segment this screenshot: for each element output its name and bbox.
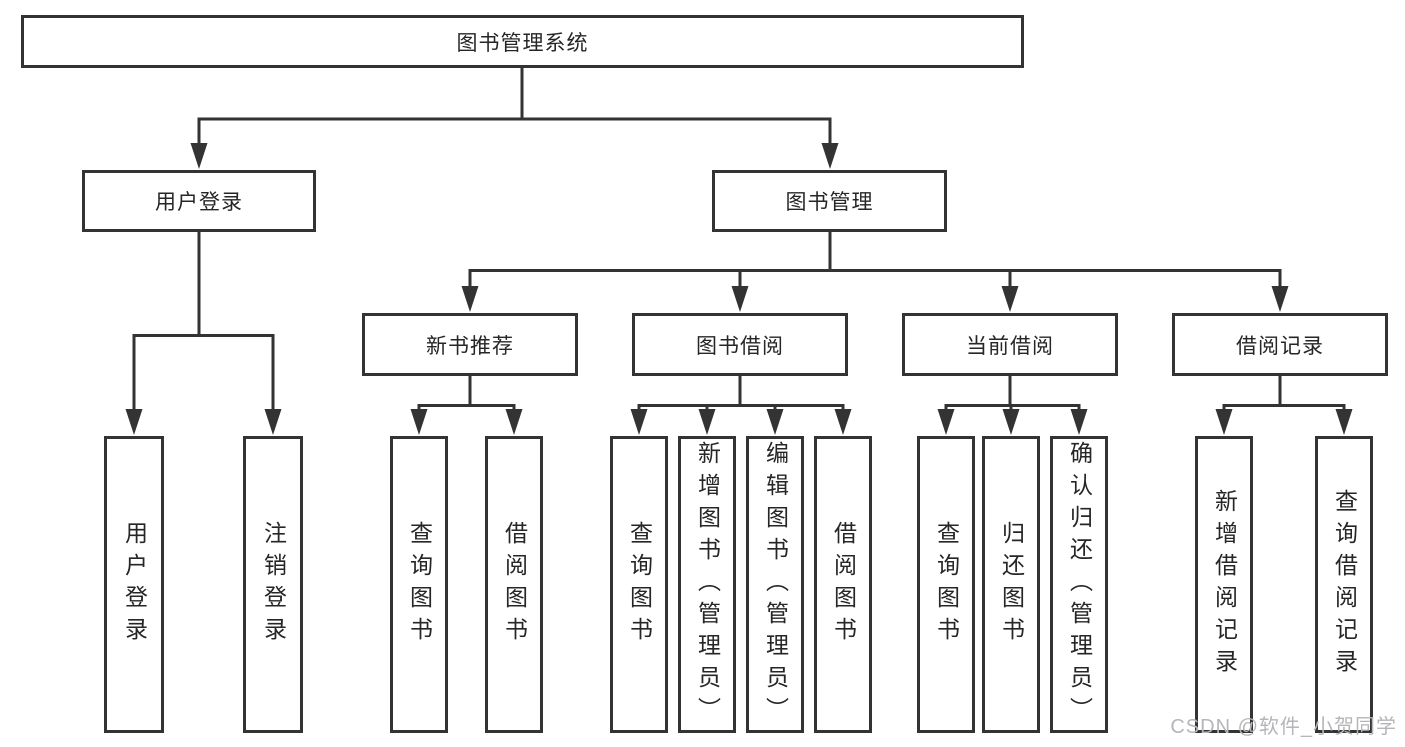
leaf-user-login-label: 用户登录 — [121, 520, 148, 649]
leaf-logout: 注销登录 — [243, 436, 303, 733]
leaf-confirm-return-admin: 确认归还（管理员） — [1050, 436, 1108, 733]
node-new-book-recommend: 新书推荐 — [362, 313, 578, 376]
leaf-query-books-borrow-label: 查询图书 — [626, 520, 653, 649]
leaf-add-borrow-record: 新增借阅记录 — [1195, 436, 1253, 733]
node-user-login-label: 用户登录 — [155, 191, 243, 214]
leaf-query-books-borrow: 查询图书 — [610, 436, 668, 733]
leaf-add-borrow-record-label: 新增借阅记录 — [1211, 488, 1238, 681]
leaf-user-login: 用户登录 — [104, 436, 164, 733]
node-book-borrow: 图书借阅 — [632, 313, 848, 376]
leaf-return-books-label: 归还图书 — [998, 520, 1025, 649]
node-borrow-records-label: 借阅记录 — [1236, 334, 1324, 358]
leaf-borrow-books-recommend: 借阅图书 — [485, 436, 543, 733]
leaf-query-books-recommend-label: 查询图书 — [406, 520, 433, 649]
connector-book-borrow — [637, 376, 845, 412]
node-borrow-records: 借阅记录 — [1172, 313, 1388, 376]
leaf-borrow-books-label: 借阅图书 — [830, 520, 857, 649]
leaf-edit-book-admin: 编辑图书（管理员） — [746, 436, 804, 733]
leaf-borrow-books-recommend-label: 借阅图书 — [501, 520, 528, 649]
leaf-return-books: 归还图书 — [982, 436, 1040, 733]
leaf-borrow-books: 借阅图书 — [814, 436, 872, 733]
leaf-query-borrow-record-label: 查询借阅记录 — [1331, 488, 1358, 681]
node-book-management-label: 图书管理 — [785, 191, 874, 214]
node-book-borrow-label: 图书借阅 — [696, 334, 784, 358]
leaf-edit-book-admin-label: 编辑图书（管理员） — [762, 440, 789, 729]
connector-book-management — [468, 232, 1282, 289]
leaf-confirm-return-admin-label: 确认归还（管理员） — [1066, 440, 1093, 729]
watermark: CSDN @软件_小贺同学 — [1170, 716, 1397, 738]
connector-borrow-records — [1222, 376, 1346, 412]
connector-new-book-recommend — [417, 376, 516, 412]
node-book-management: 图书管理 — [712, 170, 947, 232]
node-root-label: 图书管理系统 — [456, 31, 589, 55]
node-current-borrow-label: 当前借阅 — [966, 334, 1054, 358]
leaf-query-books-recommend: 查询图书 — [390, 436, 448, 733]
leaf-query-books-current: 查询图书 — [917, 436, 975, 733]
node-current-borrow: 当前借阅 — [902, 313, 1118, 376]
node-root: 图书管理系统 — [21, 15, 1024, 68]
connector-user-login — [132, 232, 275, 412]
node-new-book-recommend-label: 新书推荐 — [426, 334, 514, 358]
leaf-add-book-admin: 新增图书（管理员） — [678, 436, 736, 733]
leaf-query-borrow-record: 查询借阅记录 — [1315, 436, 1373, 733]
arrowheads — [125, 143, 1353, 435]
connector-root — [197, 68, 832, 146]
node-user-login: 用户登录 — [82, 170, 316, 232]
leaf-logout-label: 注销登录 — [260, 520, 287, 649]
leaf-query-books-current-label: 查询图书 — [933, 520, 960, 649]
leaf-add-book-admin-label: 新增图书（管理员） — [694, 440, 721, 729]
connector-current-borrow — [944, 376, 1081, 412]
